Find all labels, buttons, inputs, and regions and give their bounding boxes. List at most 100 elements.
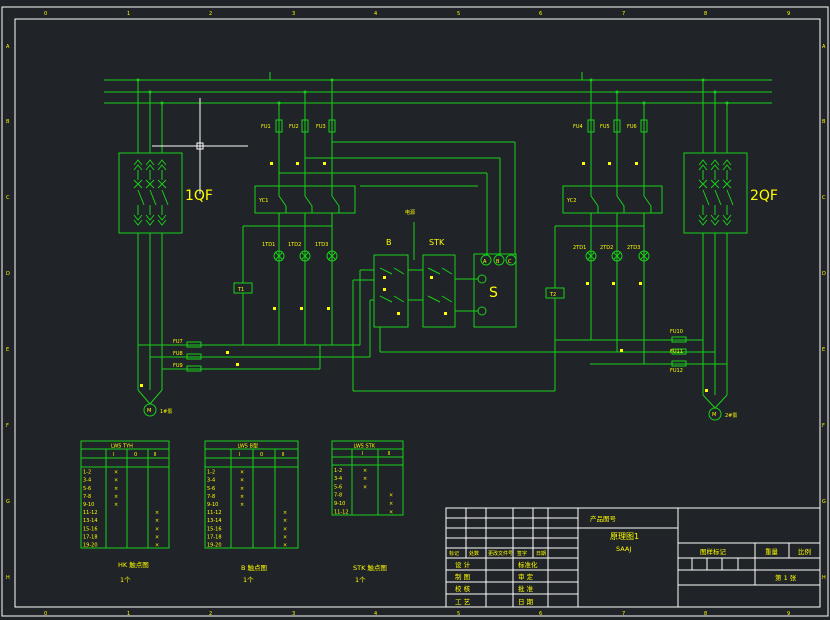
border-bottom-numbers: 0 1 2 3 4 5 6 7 8 9	[44, 611, 790, 617]
fuse-label: FU6	[627, 124, 637, 130]
table-mark: ×	[155, 526, 159, 532]
fuse-fu2	[301, 119, 309, 133]
table-caption: HK 触点图	[118, 560, 149, 569]
title-role2: 标准化	[518, 560, 538, 569]
switch-stk-label: STK	[429, 238, 445, 247]
fuse-fu6	[640, 119, 648, 133]
title-role: 制 图	[455, 572, 470, 581]
title-role: 设 计	[455, 560, 471, 569]
title-product-label: 产品图号	[590, 514, 617, 523]
fuse-fu3	[328, 119, 336, 133]
table-subhead: Ⅰ	[362, 451, 363, 457]
table-mark: ×	[240, 478, 244, 484]
title-role2: 审 定	[518, 572, 534, 581]
border-letter: H	[822, 575, 826, 581]
table-contact-id: 3-4	[334, 476, 342, 482]
table-contact-id: 1-2	[334, 468, 342, 474]
contact-table-stk	[331, 440, 404, 516]
border-letter: A	[822, 44, 826, 50]
title-role2: 日 期	[518, 598, 534, 606]
thermal-fu10	[671, 336, 687, 343]
table-mark: ×	[389, 501, 393, 507]
table-mark: ×	[155, 543, 159, 549]
switch-b-label: B	[386, 238, 392, 247]
meter-terminal-c	[505, 254, 517, 266]
fuse-fu5	[613, 119, 621, 133]
title-scale-label: 比例	[798, 547, 811, 556]
title-row-header: 处数	[469, 550, 479, 557]
border-letter: H	[6, 575, 10, 581]
border-letter: E	[6, 347, 9, 353]
title-stage-label: 图样标记	[700, 547, 727, 556]
fuse-fu1	[275, 119, 283, 133]
table-contact-id: 9-10	[83, 502, 94, 508]
border-letter: C	[6, 195, 10, 201]
power-bus	[104, 79, 772, 104]
border-num: 5	[457, 611, 460, 617]
table-mark: ×	[283, 510, 287, 516]
thermal-fu9	[186, 365, 202, 372]
thermal-label: FU12	[670, 368, 683, 374]
table-contact-id: 5-6	[83, 486, 91, 492]
title-weight-label: 重量	[765, 548, 779, 556]
border-num: 2	[209, 11, 212, 17]
title-drawing-code: SAAJ	[616, 545, 631, 553]
table-contact-id: 15-16	[207, 526, 222, 532]
lamp-2td1	[585, 250, 597, 262]
border-num: 7	[622, 611, 625, 617]
table-mark: ×	[240, 502, 244, 508]
title-row-header: 日期	[536, 551, 546, 557]
table-contact-id: 9-10	[207, 502, 218, 508]
table-mark: ×	[363, 476, 367, 482]
border-letter: D	[6, 271, 10, 277]
table-contact-id: 19-20	[207, 543, 222, 549]
border-num: 5	[457, 11, 460, 17]
thermal-fu12	[671, 360, 687, 367]
border-num: 8	[704, 611, 707, 617]
lamp-label: 2TD2	[600, 245, 613, 251]
transformer-label: T1	[237, 287, 244, 293]
meter-symbol: S	[489, 285, 498, 301]
table-count: 1个	[243, 576, 254, 584]
title-sheet-label: 第 1 张	[775, 573, 797, 582]
table-contact-id: 17-18	[83, 534, 98, 540]
table-subhead: 0	[134, 452, 137, 458]
drawing-frame	[1, 6, 829, 617]
border-letter: C	[822, 195, 826, 201]
motor-1-icon	[143, 403, 157, 417]
fuse-label: FU4	[573, 124, 583, 130]
border-letter: G	[822, 499, 826, 505]
contactor-label: YC2	[566, 198, 576, 204]
lamp-label: 1TD2	[288, 242, 301, 248]
table-header: LW5 STK	[354, 444, 376, 450]
border-left-letters: A B C D E F G H	[6, 44, 10, 581]
thermal-label: FU8	[173, 351, 183, 357]
border-num: 4	[374, 611, 377, 617]
table-mark: ×	[283, 543, 287, 549]
table-mark: ×	[283, 526, 287, 532]
table-contact-id: 7-8	[334, 493, 342, 499]
border-num: 2	[209, 611, 212, 617]
border-letter: D	[822, 271, 826, 277]
lamp-label: 1TD1	[262, 242, 275, 248]
table-contact-id: 7-8	[207, 494, 215, 500]
motor-2-label: 2#泵	[725, 413, 737, 419]
contactor-label: YC1	[258, 198, 268, 204]
fuse-label: FU2	[289, 124, 299, 130]
meter-terminal-label: C	[508, 259, 512, 265]
thermal-fu11	[671, 348, 687, 355]
border-letter: B	[822, 119, 826, 125]
table-mark: ×	[389, 493, 393, 499]
table-contact-id: 1-2	[83, 470, 91, 476]
lamp-label: 2TD3	[627, 245, 640, 251]
table-contact-id: 1-2	[207, 470, 215, 476]
table-contact-id: 3-4	[207, 478, 215, 484]
motor-2-symbol: M	[712, 412, 716, 418]
table-contact-id: 7-8	[83, 494, 91, 500]
table-subhead: Ⅱ	[388, 451, 390, 457]
cad-crosshair	[152, 98, 248, 194]
table-contact-id: 9-10	[334, 501, 345, 507]
fuse-label: FU1	[261, 124, 271, 130]
title-role: 校 核	[455, 584, 471, 593]
